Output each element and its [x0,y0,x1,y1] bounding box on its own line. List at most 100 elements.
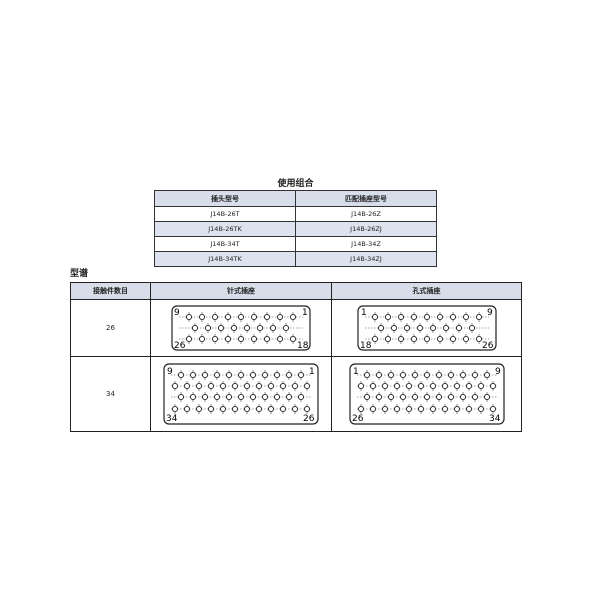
contact-pin [462,335,469,343]
contact-pin [237,335,245,343]
contact-pin [405,405,412,413]
contact-pin [403,324,410,332]
contact-pin [371,335,378,343]
contact-pin [282,324,290,332]
contact-pin [397,335,404,343]
contact-pin [357,382,364,390]
contact-pin [384,313,391,321]
contact-pin [471,371,478,379]
socket-layout-diagram: 1 9 18 26 [356,305,497,351]
contact-pin [297,371,305,379]
types-table: 接触件数目 针式插座 孔式插座 26 9 1 26 18 1 9 18 26 [70,282,522,432]
contact-pin [399,371,406,379]
contact-pin [459,393,466,401]
contact-pin [297,393,305,401]
contact-pin [442,324,449,332]
contact-pin [219,382,227,390]
contact-pin [423,313,430,321]
contact-pin [261,371,269,379]
table-row: 26 9 1 26 18 1 9 18 26 [70,299,522,357]
corner-label-br: 18 [297,341,309,351]
contact-pin [436,335,443,343]
combo-title: 使用组合 [277,179,314,189]
contact-pin [410,335,417,343]
contact-pin [171,382,179,390]
contact-pin [435,393,442,401]
contact-pin [371,313,378,321]
contact-pin [435,371,442,379]
contact-pin [462,313,469,321]
contact-pin [369,405,376,413]
contact-pin [459,371,466,379]
corner-label-tr: 9 [487,308,493,318]
contact-pin [475,313,482,321]
contact-pin [363,393,370,401]
contact-pin [198,335,206,343]
contact-pin [423,335,430,343]
contact-pin [289,313,297,321]
contact-pin [393,405,400,413]
contact-pin [387,371,394,379]
table-row: J14B-34TK J14B-34ZJ [154,251,437,267]
contact-pin [489,405,496,413]
contact-pin [475,335,482,343]
contact-pin [447,393,454,401]
contact-pin [285,393,293,401]
contact-pin [201,371,209,379]
socket-model: J14B-34Z [295,236,437,252]
contact-pin [189,371,197,379]
combo-table: 插头型号 匹配插座型号 J14B-26T J14B-26Z J14B-26TK … [154,190,437,267]
contact-pin [191,324,199,332]
contact-pin [213,371,221,379]
table-row: J14B-26TK J14B-26ZJ [154,221,437,237]
contact-pin [276,335,284,343]
contact-pin [303,405,311,413]
contact-pin [237,313,245,321]
table-row: J14B-26T J14B-26Z [154,206,437,222]
contact-pin [273,371,281,379]
contact-pin [397,313,404,321]
contact-pin [243,324,251,332]
contact-pin [381,405,388,413]
contact-pin [393,382,400,390]
plug-model: J14B-26T [154,206,296,222]
combo-header-plug: 插头型号 [154,190,296,207]
corner-label-br: 26 [303,414,315,424]
contact-pin [375,371,382,379]
combo-header-row: 插头型号 匹配插座型号 [154,190,437,207]
contact-pin [225,393,233,401]
contact-pin [381,382,388,390]
contact-pin [207,405,215,413]
contact-pin [211,335,219,343]
contact-pin [219,405,227,413]
contact-pin [289,335,297,343]
contact-pin [410,313,417,321]
contact-pin [471,393,478,401]
contact-pin [256,324,264,332]
contact-pin [263,313,271,321]
contact-pin [279,382,287,390]
contact-pin [189,393,197,401]
contact-pin [417,382,424,390]
contact-pin [411,393,418,401]
contact-pin [303,382,311,390]
plug-model: J14B-34T [154,236,296,252]
contact-pin [468,324,475,332]
contact-pin [441,382,448,390]
contact-pin [453,382,460,390]
contact-pin [250,313,258,321]
contact-pin [369,382,376,390]
contact-pin [416,324,423,332]
contact-pin [243,405,251,413]
contact-pin [483,371,490,379]
corner-label-br: 26 [482,341,494,351]
contact-pin [291,405,299,413]
contact-pin [183,382,191,390]
corner-label-bl: 34 [166,414,178,424]
contact-pin [384,335,391,343]
contact-pin [417,405,424,413]
contact-pin [429,382,436,390]
pin-diagram-cell: 9 1 26 18 [150,299,332,357]
contact-pin [237,371,245,379]
socket-model: J14B-26Z [295,206,437,222]
